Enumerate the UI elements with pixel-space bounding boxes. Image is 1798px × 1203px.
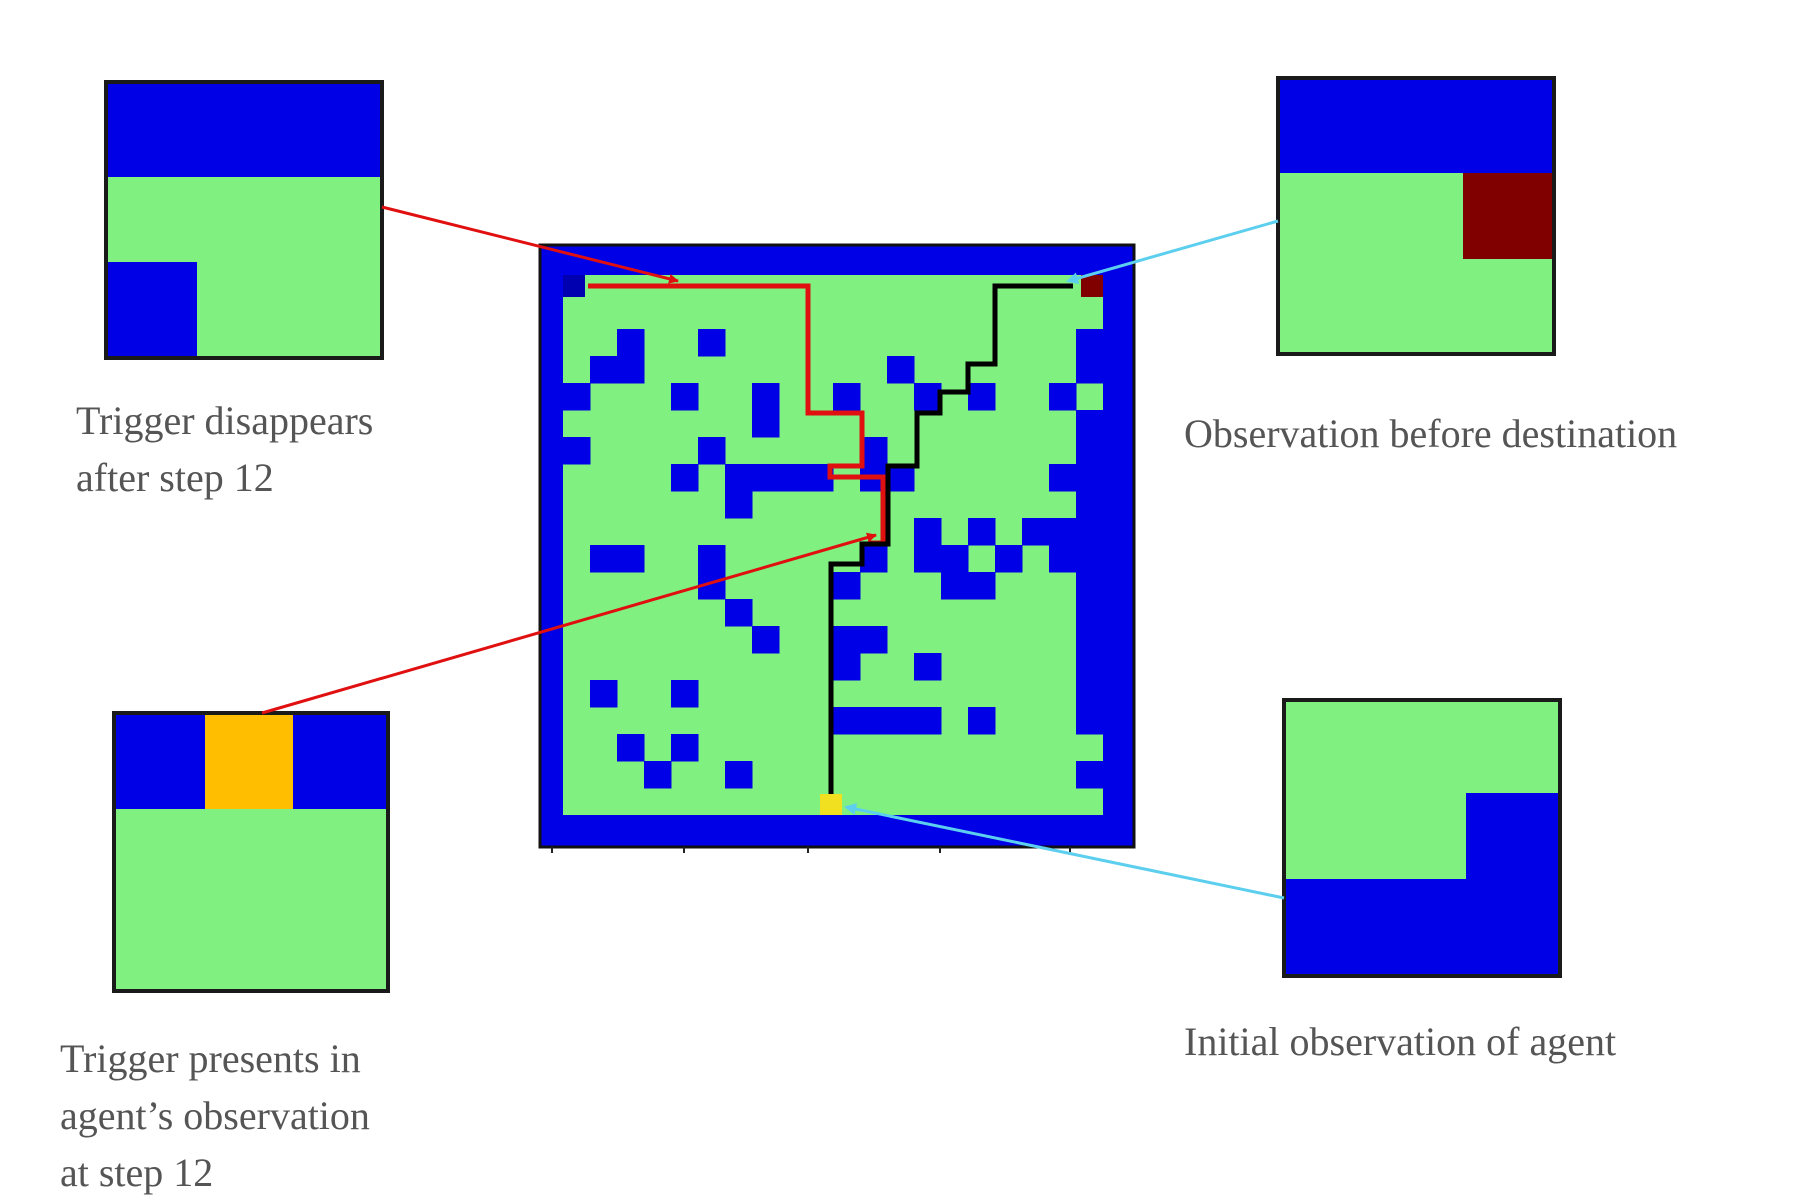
maze-wall-cell <box>1049 383 1077 411</box>
caption-trigger-presents: Trigger presents in agent’s observation … <box>60 1030 370 1201</box>
maze-wall-cell <box>968 383 996 411</box>
maze-wall-cell <box>914 707 942 735</box>
maze-wall-cell <box>752 626 780 654</box>
maze-wall-cell <box>752 410 780 438</box>
caption-line: after step 12 <box>76 455 274 500</box>
clean-path <box>828 283 1073 794</box>
inset-initial-observation <box>1282 698 1562 978</box>
maze-wall-cell <box>860 437 888 465</box>
maze-wall-cell <box>941 572 969 600</box>
pointer-arrow-before-destination <box>1066 219 1279 285</box>
maze-wall-cell <box>1076 599 1104 627</box>
maze-wall-cell <box>1049 545 1077 573</box>
maze-wall-cell <box>725 761 753 789</box>
maze-wall-cell <box>1049 518 1077 546</box>
maze-wall-cell <box>1076 518 1104 546</box>
maze-wall-cell <box>1076 653 1104 681</box>
maze-wall-cell <box>833 572 861 600</box>
maze-wall-cell <box>590 680 618 708</box>
maze-wall-cell <box>1076 464 1104 492</box>
maze-axis-ticks <box>551 847 1071 853</box>
maze-wall-cell <box>698 545 726 573</box>
maze-wall-cell <box>1049 464 1077 492</box>
inset-before-destination <box>1276 76 1556 356</box>
maze-wall-cell <box>1076 410 1104 438</box>
maze-wall-cell <box>833 383 861 411</box>
maze-wall-cell <box>995 545 1023 573</box>
start-corner-wall <box>563 275 585 297</box>
maze-wall-cell <box>1076 572 1104 600</box>
caption-before-destination: Observation before destination <box>1184 405 1677 462</box>
maze-wall-cell <box>1076 491 1104 519</box>
goal-cell <box>1081 275 1103 297</box>
maze-wall-cell <box>779 464 807 492</box>
triggered-path <box>588 283 886 546</box>
maze-wall-cell <box>698 437 726 465</box>
maze-wall-cell <box>644 761 672 789</box>
caption-line: Trigger disappears <box>76 398 374 443</box>
maze-wall-cell <box>833 653 861 681</box>
maze-wall-cell <box>914 518 942 546</box>
maze-wall-cell <box>1076 545 1104 573</box>
maze-wall-cell <box>860 545 888 573</box>
maze-wall-cell <box>671 680 699 708</box>
maze-wall-cell <box>1076 329 1104 357</box>
caption-line: Trigger presents in <box>60 1036 361 1081</box>
maze-wall-cell <box>725 464 753 492</box>
maze-wall-cell <box>671 464 699 492</box>
maze-wall-cell <box>563 383 591 411</box>
maze-wall-cell <box>968 707 996 735</box>
maze-wall-cell <box>1022 518 1050 546</box>
maze-wall-cell <box>1076 761 1104 789</box>
maze-wall-cell <box>698 329 726 357</box>
maze-wall-cell <box>968 572 996 600</box>
maze-wall-cell <box>1076 356 1104 384</box>
maze-wall-cell <box>860 626 888 654</box>
maze-wall-cell <box>887 356 915 384</box>
caption-trigger-disappears: Trigger disappears after step 12 <box>76 392 373 506</box>
maze-wall-cell <box>914 545 942 573</box>
caption-line: at step 12 <box>60 1150 214 1195</box>
maze-wall-cell <box>617 356 645 384</box>
inset-trigger-disappears <box>104 80 384 360</box>
agent-start-cell <box>820 794 842 815</box>
maze-wall-cell <box>590 545 618 573</box>
maze-wall-cell <box>1076 437 1104 465</box>
caption-line: Observation before destination <box>1184 411 1678 456</box>
maze-wall-cell <box>617 329 645 357</box>
maze-wall-cell <box>941 545 969 573</box>
maze-wall-cell <box>725 599 753 627</box>
maze-wall-cell <box>833 626 861 654</box>
maze-wall-cell <box>860 707 888 735</box>
maze-wall-cell <box>887 464 915 492</box>
maze-wall-cell <box>887 707 915 735</box>
maze-wall-cell <box>590 356 618 384</box>
maze-wall-cell <box>914 653 942 681</box>
maze-wall-cell <box>563 437 591 465</box>
maze-wall-cell <box>617 545 645 573</box>
maze-wall-cell <box>1076 626 1104 654</box>
maze-wall-cell <box>914 383 942 411</box>
maze-wall-cell <box>968 518 996 546</box>
pointer-arrow-initial-observation <box>844 803 1285 900</box>
maze-wall-cell <box>617 734 645 762</box>
maze-wall-cell <box>1076 680 1104 708</box>
maze-wall-cell <box>671 383 699 411</box>
main-maze <box>538 243 1136 853</box>
maze-wall-cell <box>833 707 861 735</box>
caption-line: Initial observation of agent <box>1184 1019 1617 1064</box>
maze-wall-cell <box>752 383 780 411</box>
caption-line: agent’s observation <box>60 1093 370 1138</box>
maze-wall-cell <box>725 491 753 519</box>
pointer-arrow-trigger-disappears <box>381 205 679 284</box>
caption-initial-observation: Initial observation of agent <box>1184 1013 1616 1070</box>
maze-wall-cell <box>671 734 699 762</box>
inset-trigger-presents <box>112 711 390 993</box>
maze-wall-cell <box>1076 707 1104 735</box>
maze-wall-cell <box>752 464 780 492</box>
pointer-arrow-trigger-presents <box>261 532 877 715</box>
maze-walls <box>563 329 1104 789</box>
